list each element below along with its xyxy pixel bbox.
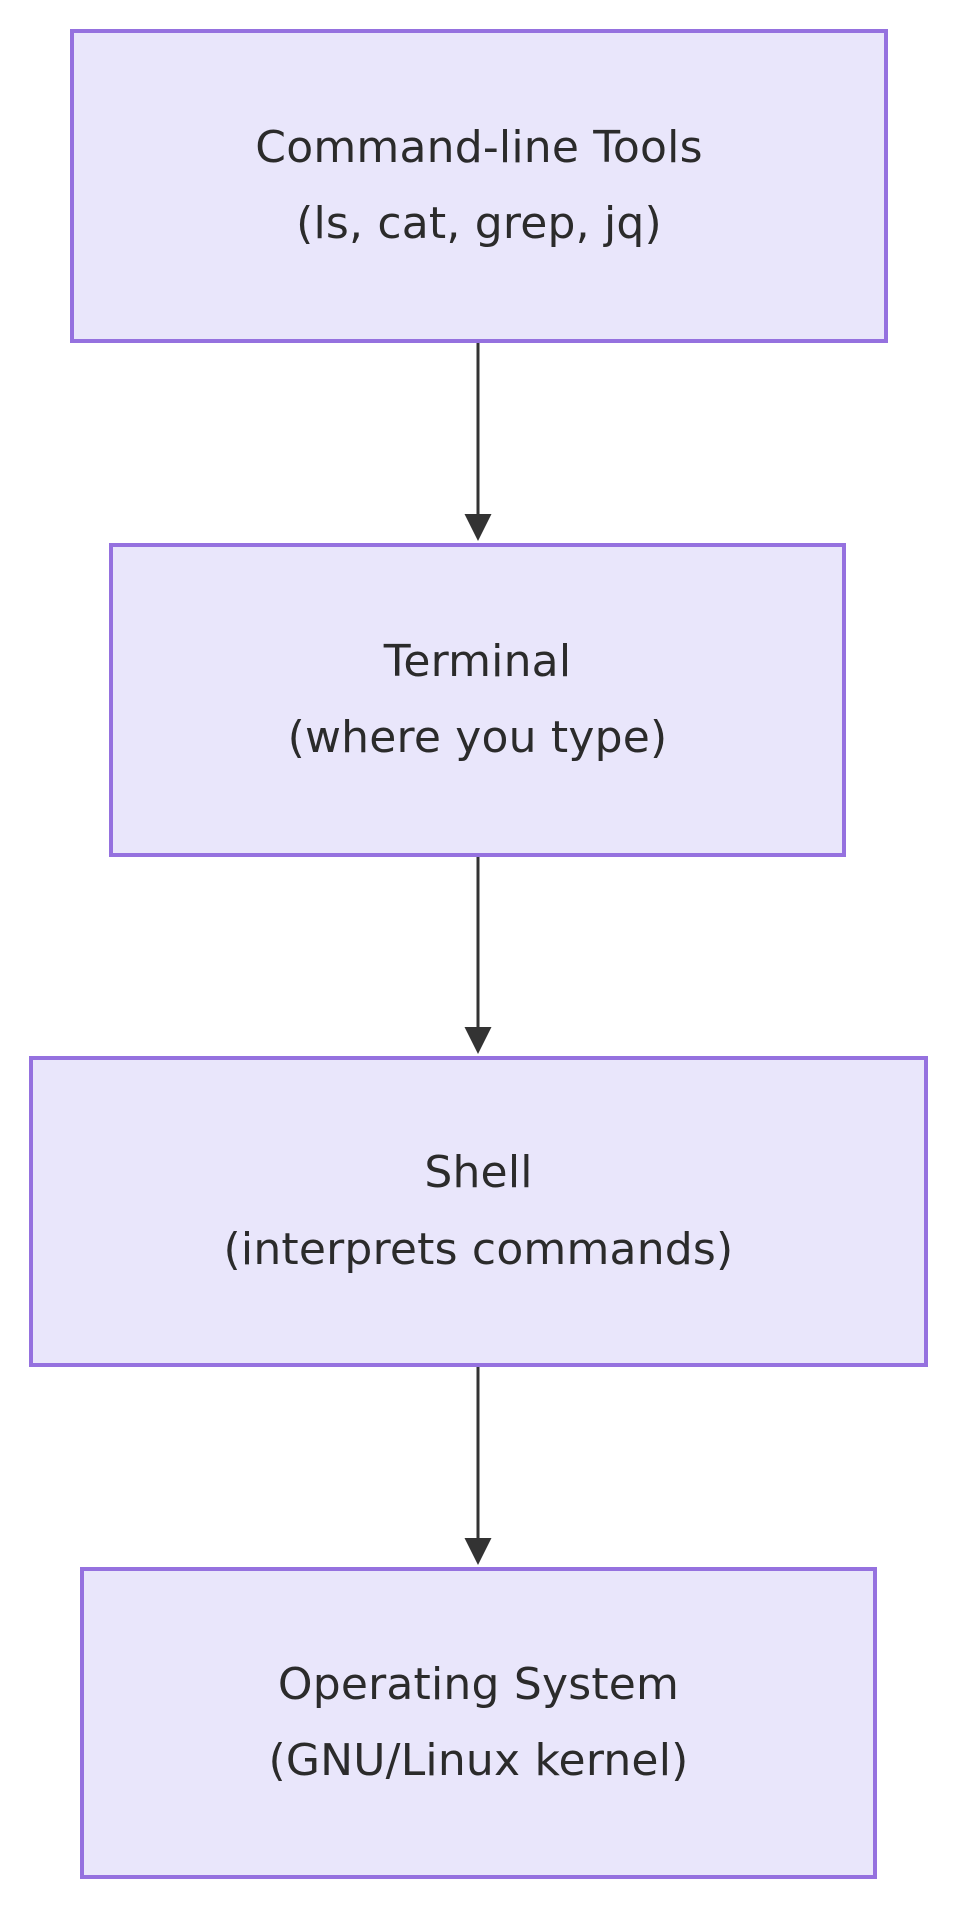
node-terminal[interactable]: Terminal (where you type) (109, 543, 846, 857)
node-command-line-tools[interactable]: Command-line Tools (ls, cat, grep, jq) (70, 29, 888, 343)
node-operating-system[interactable]: Operating System (GNU/Linux kernel) (80, 1567, 877, 1879)
node-os-secondary-label: (GNU/Linux kernel) (268, 1735, 689, 1786)
node-tools-primary-label: Command-line Tools (255, 121, 703, 173)
node-tools-secondary-label: (ls, cat, grep, jq) (296, 198, 662, 249)
node-terminal-primary-label: Terminal (383, 635, 572, 687)
node-terminal-secondary-label: (where you type) (287, 712, 668, 763)
node-shell-primary-label: Shell (424, 1147, 533, 1199)
node-shell[interactable]: Shell (interprets commands) (29, 1056, 928, 1367)
node-shell-secondary-label: (interprets commands) (223, 1223, 734, 1275)
node-os-primary-label: Operating System (277, 1658, 680, 1710)
